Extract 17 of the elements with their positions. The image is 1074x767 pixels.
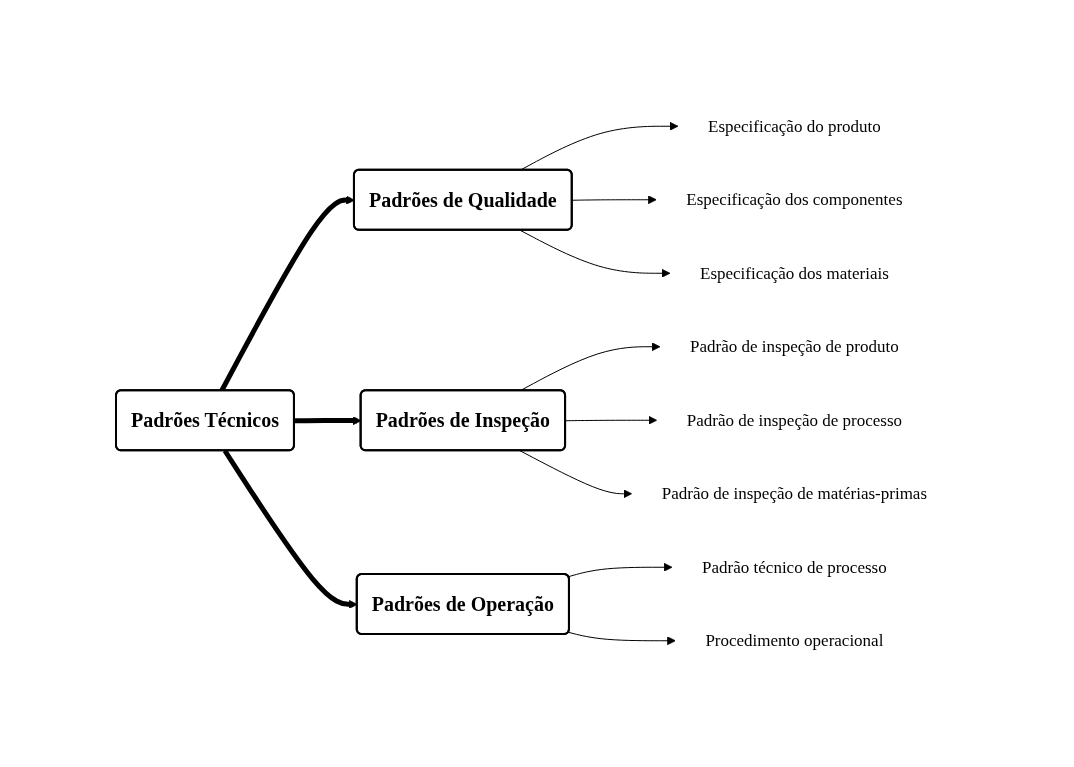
node-text: Procedimento operacional — [705, 631, 884, 650]
node-text: Especificação dos materiais — [700, 263, 890, 283]
arrow — [294, 416, 362, 426]
node-text: Padrão de inspeção de produto — [690, 337, 900, 356]
node-text: Padrão de inspeção de matérias-primas — [662, 484, 928, 503]
arrow — [520, 229, 671, 278]
arrow — [568, 631, 677, 646]
node-text: Especificação dos componentes — [686, 190, 903, 209]
arrow — [572, 195, 658, 205]
arrow — [520, 450, 633, 499]
arrow — [520, 121, 679, 171]
node-text: Padrão técnico de processo — [702, 557, 888, 577]
arrow — [565, 415, 658, 425]
arrow — [568, 562, 673, 578]
node-text: Especificação do produto — [708, 116, 882, 136]
arrow — [520, 342, 661, 392]
node-text: Padrão de inspeção de processo — [687, 410, 903, 430]
